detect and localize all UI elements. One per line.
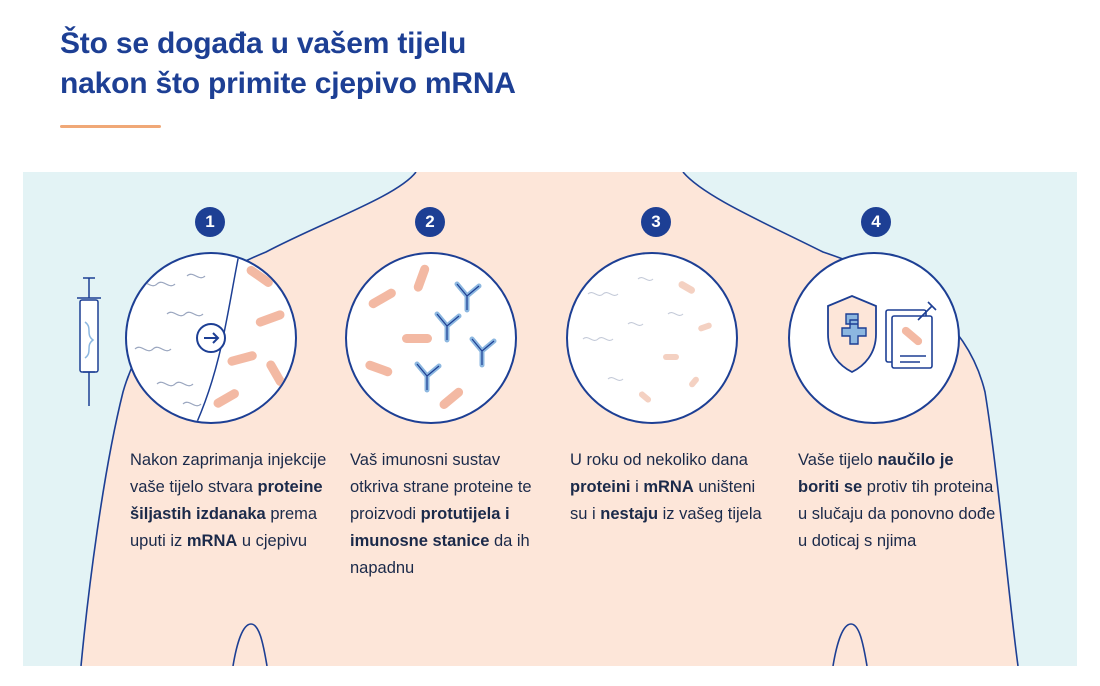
title-line-1: Što se događa u vašem tijelu [60,27,467,60]
step-1-illustration [125,252,297,424]
step-3-illustration [566,252,738,424]
fading-proteins-icon [582,277,712,403]
page-title: Što se događa u vašem tijelu nakon što p… [60,24,516,104]
step-3-badge: 3 [641,207,671,237]
title-line-2: nakon što primite cjepivo mRNA [60,67,516,100]
step-1-description: Nakon zaprimanja injekcije vaše tijelo s… [130,451,327,550]
step-2-illustration [345,252,517,424]
step-3-description: U roku od nekoliko dana proteini i mRNA … [570,451,762,523]
step-2-description: Vaš imunosni sustav otkriva strane prote… [350,451,532,577]
step-1-badge: 1 [195,207,225,237]
step-2-badge: 2 [415,207,445,237]
title-underline [60,125,161,128]
antibodies-proteins-icon [365,264,497,409]
syringe-icon [77,277,101,406]
shield-and-document-icon [827,295,937,374]
step-4-description: Vaše tijelo naučilo je boriti se protiv … [798,451,996,550]
illustration-panel: 1 Nakon zaprimanja injekcije [23,172,1077,666]
step-4-badge: 4 [861,207,891,237]
step-4-illustration [788,252,960,424]
vaccine-entering-cell-icon [134,254,285,422]
